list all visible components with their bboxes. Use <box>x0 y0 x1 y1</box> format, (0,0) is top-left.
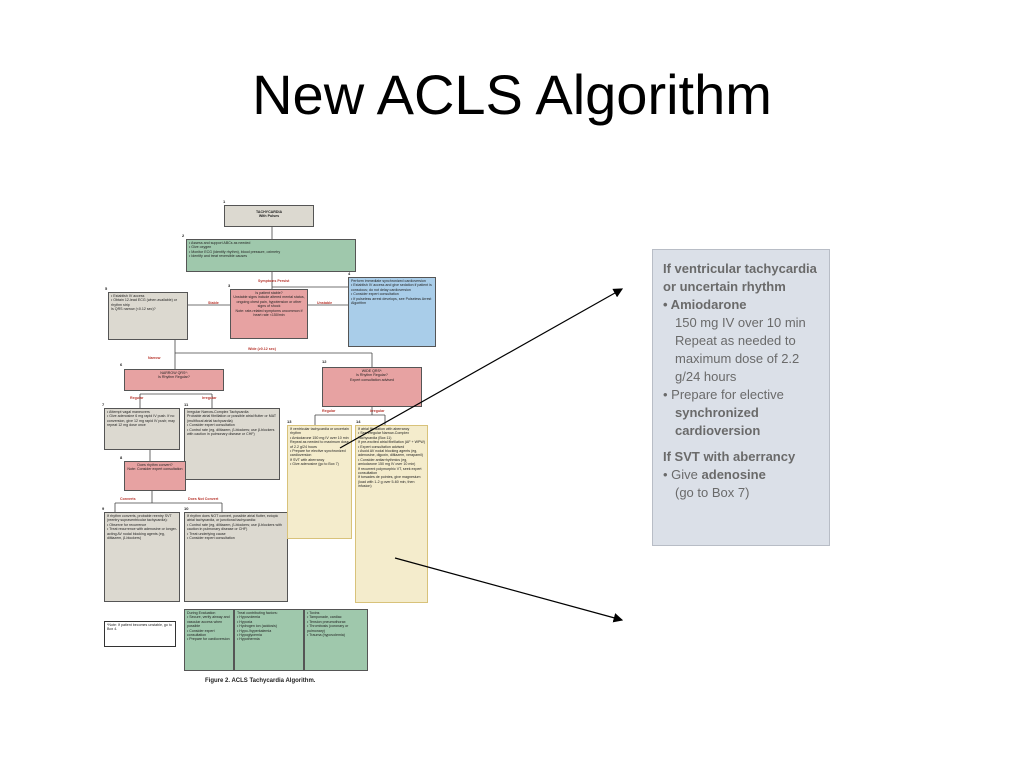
box7-number: 7 <box>102 402 105 407</box>
box-contributing-factors-2: • Toxins • Tamponade, cardiac • Tension … <box>304 609 368 671</box>
box7-vagal-adenosine: • Attempt vagal maneuvers • Give adenosi… <box>104 408 180 450</box>
label-regular-wide: Regular <box>322 409 336 413</box>
zoomed-box13-excerpt: If ventricular tachycardia or uncertain … <box>652 249 830 546</box>
box8-rhythm-convert: Does rhythm convert? Note: Consider expe… <box>124 461 186 491</box>
flowchart-connectors <box>114 227 386 512</box>
box10-number: 10 <box>184 506 189 511</box>
box4-number: 4 <box>348 271 351 276</box>
box1-number: 1 <box>223 199 226 204</box>
box6-narrow-qrs: NARROW QRS*: Is Rhythm Regular? <box>124 369 224 391</box>
callout-arrow-bottom <box>394 557 624 623</box>
box2-assess: • Assess and support ABCs as needed • Gi… <box>186 239 356 272</box>
box-note-unstable: *Note: If patient becomes unstable, go t… <box>104 621 176 647</box>
zoom-give-line: • Give adenosine <box>663 466 823 484</box>
slide-title: New ACLS Algorithm <box>252 63 772 126</box>
box12-wide-qrs: WIDE QRS*: Is Rhythm Regular? Expert con… <box>322 367 422 407</box>
label-wide: Wide (≥0.12 sec) <box>248 347 276 351</box>
box-during-evaluation: During Evaluation • Secure, verify airwa… <box>184 609 234 671</box>
box9-number: 9 <box>102 506 105 511</box>
box-contributing-factors: Treat contributing factors: • Hypovolemi… <box>234 609 304 671</box>
zoom-prepare-bold: synchronized cardioversion <box>675 405 761 438</box>
box13-vt-uncertain: If ventricular tachycardia or uncertain … <box>287 425 352 539</box>
label-irregular-narrow: Irregular <box>202 396 217 400</box>
label-symptoms-persist: Symptoms Persist <box>258 279 290 283</box>
label-does-not-convert: Does Not Convert <box>188 497 219 501</box>
zoom-prepare-prefix: • Prepare for elective <box>663 387 784 402</box>
zoom-give-prefix: • Give <box>663 467 698 482</box>
label-stable: Stable <box>208 301 219 305</box>
box11-number: 11 <box>184 402 189 407</box>
label-unstable: Unstable <box>317 301 333 305</box>
box3-patient-stable: Is patient stable? Unstable signs includ… <box>230 289 308 339</box>
zoom-amiodarone-dose: 150 mg IV over 10 min Repeat as needed t… <box>675 315 806 384</box>
zoom-heading-vt: If ventricular tachycardia or uncertain … <box>663 261 817 294</box>
box14-af-aberrancy: If atrial fibrillation with aberrancy • … <box>355 425 428 603</box>
label-regular-narrow: Regular <box>130 396 144 400</box>
box5-iv-access: • Establish IV access • Obtain 12-lead E… <box>108 292 188 340</box>
label-narrow: Narrow <box>148 356 161 360</box>
figure-caption: Figure 2. ACLS Tachycardia Algorithm. <box>205 678 316 684</box>
zoom-goto-box7: (go to Box 7) <box>675 485 750 500</box>
box5-number: 5 <box>105 286 108 291</box>
zoom-amiodarone: • Amiodarone <box>663 297 747 312</box>
box14-number: 14 <box>356 419 361 424</box>
box10-not-convert: If rhythm does NOT convert, possible atr… <box>184 512 288 602</box>
callout-arrow-top <box>339 288 624 449</box>
box9-reentry-svt: If rhythm converts, probable reentry SVT… <box>104 512 180 602</box>
box8-number: 8 <box>120 455 123 460</box>
label-converts: Converts <box>120 497 136 501</box>
zoom-heading-svt: If SVT with aberrancy <box>663 449 796 464</box>
box6-number: 6 <box>120 362 123 367</box>
zoom-prepare-line: • Prepare for elective synchronized card… <box>663 386 823 440</box>
box2-number: 2 <box>182 233 185 238</box>
label-irregular-wide: Irregular <box>370 409 385 413</box>
box4-cardioversion: Perform immediate synchronized cardiover… <box>348 277 436 347</box>
box3-number: 3 <box>228 283 231 288</box>
box11-irregular-narrow: Irregular Narrow-Complex Tachycardia Pro… <box>184 408 280 480</box>
zoom-give-bold: adenosine <box>701 467 766 482</box>
box1-tachycardia: TACHYCARDIA With Pulses <box>224 205 314 227</box>
box12-number: 12 <box>322 359 327 364</box>
tachycardia-flowchart: 1 TACHYCARDIA With Pulses 2 • Assess and… <box>100 197 436 690</box>
box13-number: 13 <box>287 419 292 424</box>
